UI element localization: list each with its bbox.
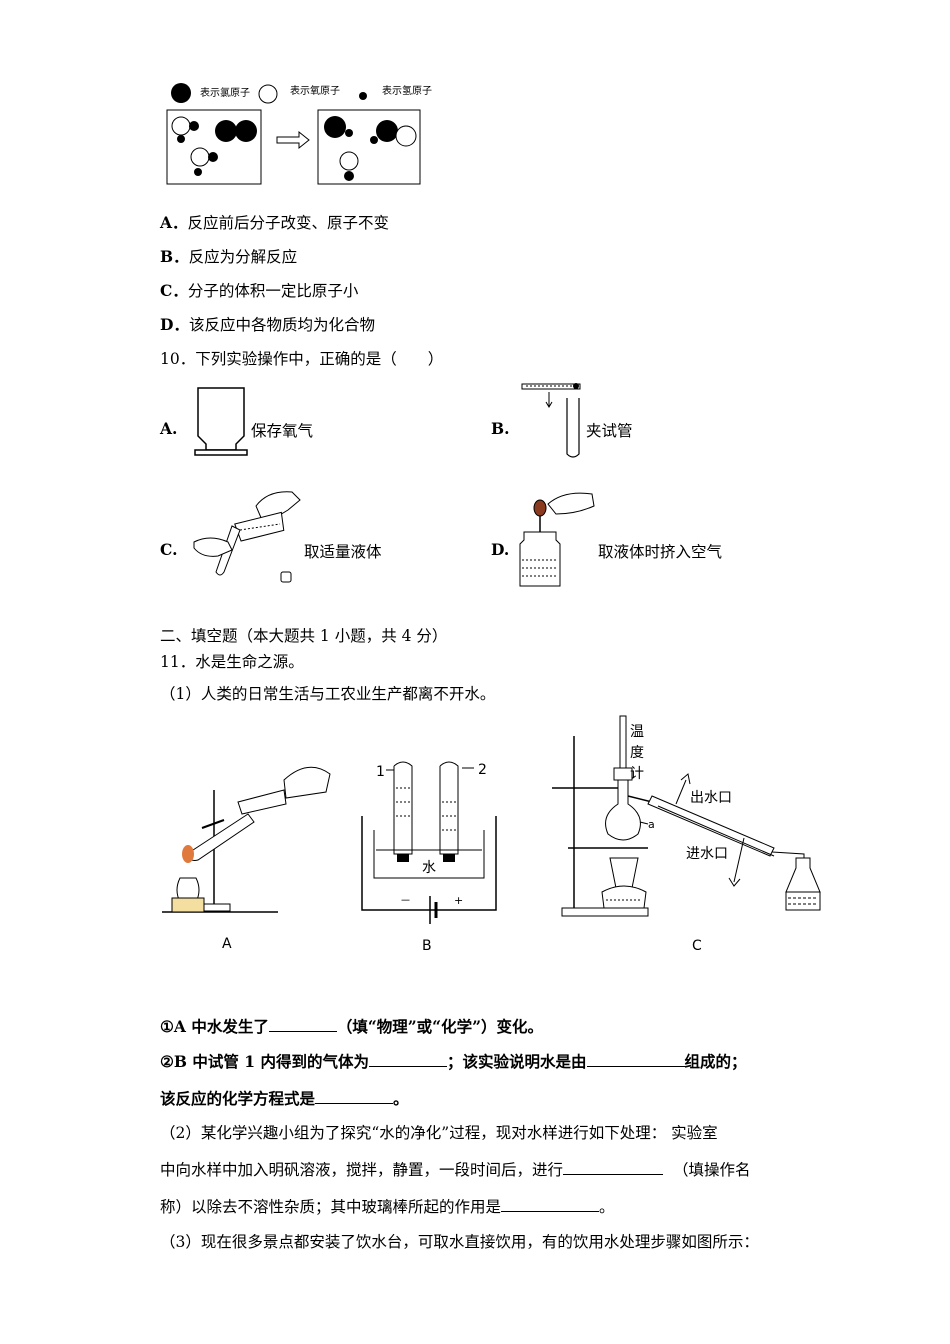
q11-part2-line1: （2）某化学兴趣小组为了探究“水的净化”过程，现对水样进行如下处理： 实验室	[160, 1124, 718, 1142]
q11-sub2-equation: 该反应的化学方程式是 。	[160, 1087, 409, 1109]
reactants-box	[166, 109, 262, 185]
q10-stem: 10．下列实验操作中，正确的是（ ）	[160, 350, 444, 368]
oxygen-atom-icon	[258, 84, 278, 104]
sub1-text-b: （填“物理”或“化学”）变化。	[336, 1017, 543, 1036]
q11-stem: 11．水是生命之源。	[160, 653, 304, 671]
chlorine-atom-icon	[171, 83, 191, 103]
q10-option-c-text: 取适量液体	[304, 543, 382, 561]
tube1-label: 1	[376, 764, 385, 780]
tube2-label: 2	[478, 762, 487, 778]
figure-b-label: B	[422, 938, 432, 954]
option-letter: C．	[160, 281, 188, 300]
hydrogen-legend-label: 表示氢原子	[382, 84, 432, 97]
thermometer-label-2: 度	[630, 745, 644, 761]
hydrogen-atom-icon	[359, 92, 367, 100]
figure-b-electrolysis: 1 2 水 － + B	[361, 761, 497, 954]
option-letter: A．	[160, 213, 188, 232]
answer-blank-3[interactable]	[586, 1051, 685, 1067]
sub2-text-a: ②B 中试管 1 内得到的气体为	[160, 1052, 369, 1071]
minus-label: －	[400, 894, 411, 907]
figure-c-distillation: 温 度 计 a 出水口 进水口 C	[552, 715, 821, 954]
q10-option-a-text: 保存氧气	[251, 422, 314, 440]
q11-sub2: ②B 中试管 1 内得到的气体为 ；该实验说明水是由 组成的；	[160, 1050, 747, 1072]
figure-a-label: A	[222, 936, 232, 952]
reaction-arrow-icon	[276, 130, 310, 150]
q11-part2-line3: 称）以除去不溶性杂质；其中玻璃棒所起的作用是 。	[160, 1195, 615, 1217]
test-tube-holder-icon	[521, 383, 581, 458]
q10-option-d-text: 取液体时挤入空气	[598, 543, 723, 561]
flask-a-label: a	[648, 818, 655, 831]
part2-text-b: 中向水样中加入明矾溶液，搅拌，静置，一段时间后，进行	[160, 1161, 564, 1179]
answer-blank-2[interactable]	[368, 1051, 447, 1067]
part2-text-e: 。	[599, 1198, 615, 1216]
sub1-text-a: ①A 中水发生了	[160, 1017, 269, 1036]
pouring-liquid-icon	[193, 491, 301, 583]
oxygen-legend-label: 表示氧原子	[290, 84, 340, 97]
answer-blank-5[interactable]	[563, 1159, 664, 1175]
q9-option-a: A．反应前后分子改变、原子不变	[160, 211, 389, 233]
part2-text-d: 称）以除去不溶性杂质；其中玻璃棒所起的作用是	[160, 1198, 502, 1216]
q11-part1: （1）人类的日常生活与工农业生产都离不开水。	[160, 685, 496, 703]
inlet-label: 进水口	[686, 846, 728, 862]
answer-blank-6[interactable]	[501, 1196, 600, 1212]
q9-option-b: B．反应为分解反应	[160, 245, 297, 267]
q10-option-a-letter: A.	[160, 419, 178, 438]
q9-option-c: C．分子的体积一定比原子小	[160, 279, 358, 301]
sub2-text-e: 。	[393, 1089, 409, 1108]
section-heading: 二、填空题（本大题共 1 小题，共 4 分）	[160, 627, 448, 645]
answer-blank-1[interactable]	[268, 1016, 337, 1032]
figure-c-label: C	[692, 938, 702, 954]
thermometer-label-3: 计	[630, 766, 644, 782]
option-text: 该反应中各物质均为化合物	[188, 316, 375, 334]
answer-blank-4[interactable]	[315, 1088, 394, 1104]
q11-part3: （3）现在很多景点都安装了饮水台，可取水直接饮用，有的饮用水处理步骤如图所示：	[160, 1233, 759, 1251]
option-text: 反应前后分子改变、原子不变	[187, 214, 390, 232]
gas-bottle-icon	[194, 387, 248, 456]
q10-option-b-text: 夹试管	[586, 422, 633, 440]
plus-label: +	[454, 894, 463, 907]
dropper-bottle-icon	[519, 492, 595, 587]
q9-option-d: D．该反应中各物质均为化合物	[160, 313, 375, 335]
option-letter: B．	[160, 247, 189, 266]
option-text: 分子的体积一定比原子小	[187, 282, 359, 300]
option-text: 反应为分解反应	[188, 248, 298, 266]
q10-option-c-letter: C.	[160, 540, 178, 559]
q11-part2-line2: 中向水样中加入明矾溶液，搅拌，静置，一段时间后，进行 （填操作名	[160, 1158, 751, 1180]
q10-option-d-letter: D.	[491, 540, 510, 559]
part2-text-c: （填操作名	[673, 1161, 751, 1179]
thermometer-label-1: 温	[630, 724, 644, 740]
sub2-text-c: 组成的；	[684, 1052, 747, 1071]
figure-a-heating: A	[162, 766, 331, 952]
q11-sub1: ①A 中水发生了 （填“物理”或“化学”）变化。	[160, 1015, 543, 1037]
outlet-label: 出水口	[690, 790, 732, 806]
sub2-text-b: ；该实验说明水是由	[446, 1052, 587, 1071]
products-box	[317, 109, 421, 185]
chlorine-legend-label: 表示氯原子	[200, 86, 250, 99]
sub2-text-d: 该反应的化学方程式是	[160, 1089, 316, 1108]
reaction-diagram: 表示氯原子 表示氧原子 表示氢原子	[166, 83, 432, 185]
q10-option-b-letter: B.	[491, 419, 510, 438]
water-label: 水	[422, 860, 436, 876]
option-letter: D．	[160, 315, 189, 334]
